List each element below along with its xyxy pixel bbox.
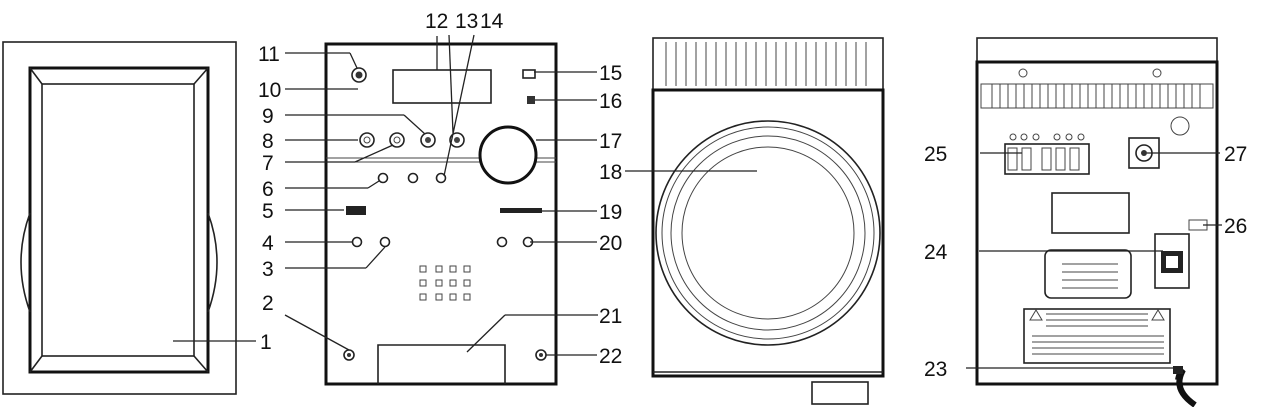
standby-button-icon: [351, 67, 367, 83]
volume-knob-icon: [478, 125, 538, 185]
callout-12: 12: [425, 10, 448, 33]
callout-7: 7: [262, 152, 274, 175]
ir-sensor-icon: [527, 96, 535, 104]
callout-16: 16: [599, 90, 622, 113]
callout-11: 11: [258, 43, 280, 66]
callout-21: 21: [599, 305, 622, 328]
callout-4: 4: [262, 232, 274, 255]
callout-24: 24: [924, 241, 948, 264]
callout-18: 18: [599, 161, 622, 184]
display-window: [392, 69, 492, 104]
warning-label: [1023, 308, 1171, 364]
usb-port-icon: [346, 206, 366, 215]
card-slot-icon: [500, 208, 542, 213]
callout-19: 19: [599, 201, 622, 224]
speaker-terminals: [1004, 143, 1090, 175]
callout-25: 25: [924, 143, 947, 166]
speaker-grille: [41, 83, 195, 357]
main-unit-rear-view: [975, 37, 1219, 407]
rear-label-plate: [1051, 192, 1130, 234]
callout-14: 14: [480, 10, 504, 33]
callout-27: 27: [1224, 143, 1247, 166]
callout-9: 9: [262, 105, 274, 128]
callout-13: 13: [455, 10, 478, 33]
callout-20: 20: [599, 232, 622, 255]
callout-3: 3: [262, 258, 274, 281]
callout-23: 23: [924, 358, 947, 381]
callout-26: 26: [1224, 215, 1247, 238]
callout-1: 1: [260, 331, 272, 354]
callout-labels: 1 2 3 4 5 6 7 8 9 10 11 12 13 14 15 16 1…: [258, 10, 1247, 381]
main-unit-front-view: [324, 42, 558, 386]
callout-15: 15: [599, 62, 622, 85]
cassette-door: [377, 344, 506, 384]
speaker-outer-bezel: [28, 66, 210, 374]
callout-2: 2: [262, 292, 274, 315]
fan-vent-icon: [1170, 116, 1190, 136]
woofer-cone-icon: [655, 120, 881, 346]
callout-17: 17: [599, 130, 622, 153]
callout-8: 8: [262, 130, 274, 153]
leader-lines: [173, 34, 1222, 369]
callout-10: 10: [258, 79, 281, 102]
callout-6: 6: [262, 178, 274, 201]
callout-22: 22: [599, 345, 622, 368]
subwoofer-front-view: [651, 37, 885, 405]
speaker-grille-dots: [419, 265, 471, 301]
callout-5: 5: [262, 200, 274, 223]
speaker-front-view: [2, 41, 237, 395]
cd-tray-icon: [522, 69, 536, 79]
